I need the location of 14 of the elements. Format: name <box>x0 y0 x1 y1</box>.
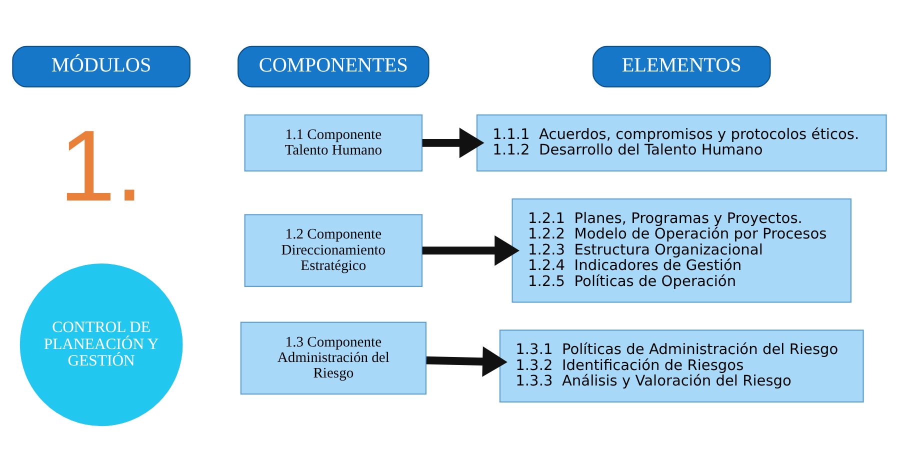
arrow <box>422 235 520 266</box>
label: 1. <box>59 110 144 223</box>
node-box: 1.1 Componente Talento Humano <box>244 114 423 172</box>
arrow <box>422 128 484 158</box>
node-box: 1.2 Componente Direccionamiento Estratégico <box>244 214 423 288</box>
node-box: 1.1.1 Acuerdos, compromisos y protocolos éticos. 1.1.2 Desarrollo del Talento Humano <box>476 114 887 172</box>
node-box: COMPONENTES <box>238 46 430 88</box>
node-box: MÓDULOS <box>12 46 190 88</box>
node-circle: CONTROL DE PLANEACIÓN Y GESTIÓN <box>20 263 183 426</box>
arrow <box>426 346 508 377</box>
node-box: 1.2.1 Planes, Programas y Proyectos. 1.2.2 Modelo de Operación por Procesos 1.2.3 Estructura Organizacional 1.2.4 Indicadores de Gestión 1.2.5 Políticas de Operación <box>512 198 852 303</box>
node-box: 1.3 Componente Administración del Riesgo <box>240 322 426 395</box>
node-box: ELEMENTOS <box>592 46 771 88</box>
node-box: 1.3.1 Políticas de Administración del Riesgo 1.3.2 Identificación de Riesgos 1.3.3 Análisis y Valoración del Riesgo <box>499 330 864 403</box>
